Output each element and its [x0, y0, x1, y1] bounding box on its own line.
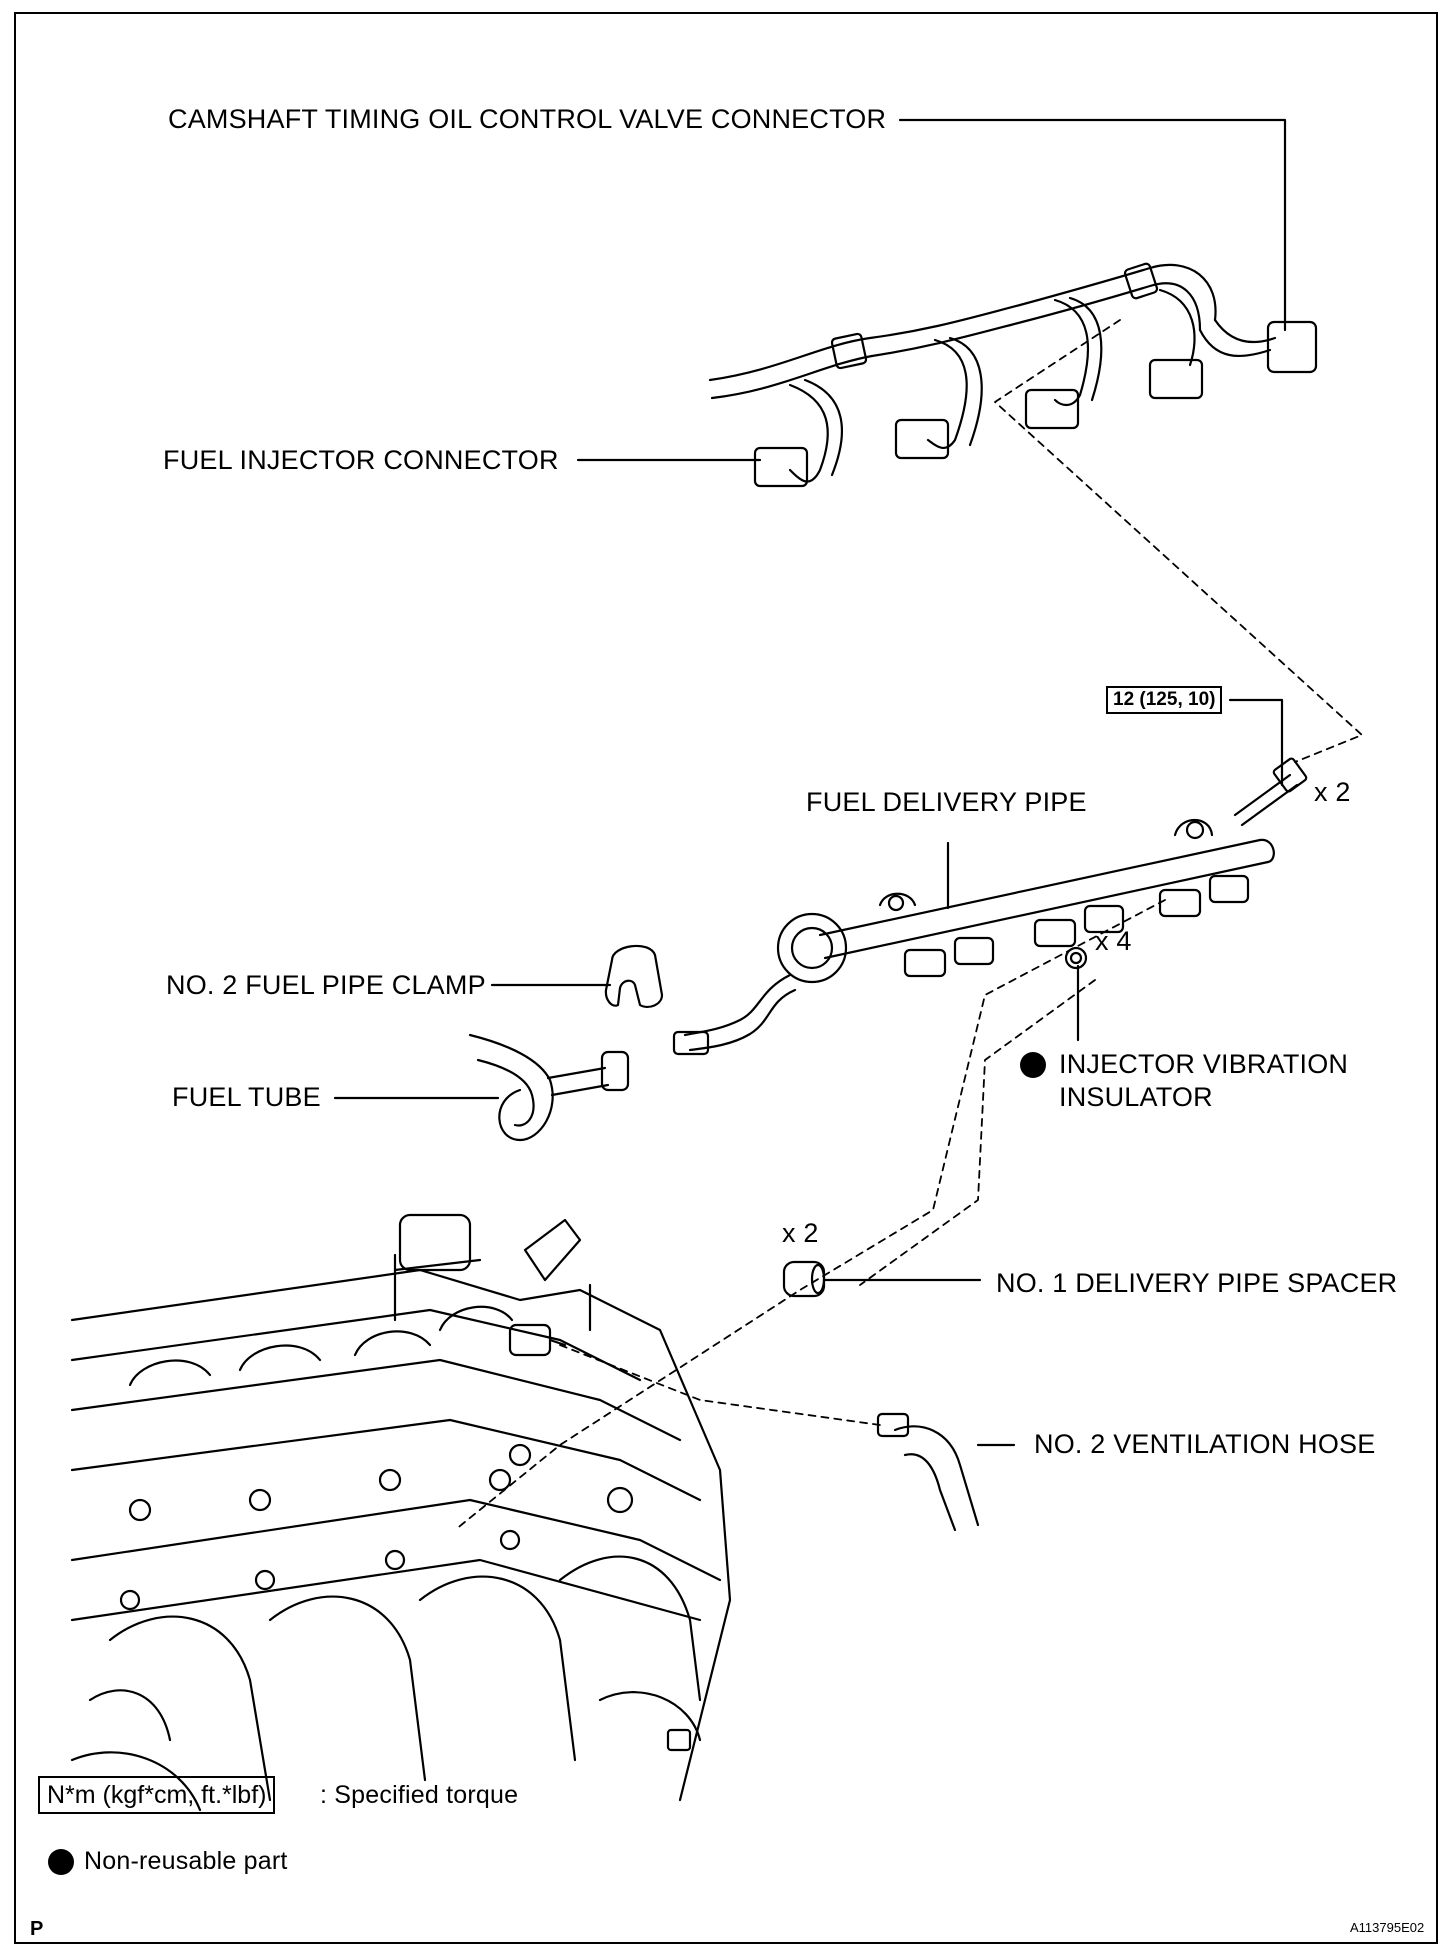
label-fuel-pipe-clamp: NO. 2 FUEL PIPE CLAMP: [166, 970, 486, 1000]
insulator-drawing: [1064, 946, 1088, 970]
fuel-tube-drawing: [468, 1033, 630, 1142]
ventilation-hose-drawing: [876, 1412, 980, 1532]
diagram-frame: [14, 12, 1438, 1944]
label-ventilation-hose: NO. 2 VENTILATION HOSE: [1034, 1429, 1376, 1459]
footer-figure-code: A113795E02: [1350, 1920, 1425, 1935]
label-insulator-quantity: x 4: [1095, 926, 1132, 956]
legend-torque-text: : Specified torque: [320, 1781, 519, 1809]
label-spacer-quantity: x 2: [782, 1218, 819, 1248]
label-insulator: INSULATOR: [1059, 1082, 1213, 1112]
label-fuel-tube: FUEL TUBE: [172, 1082, 321, 1112]
wire-harness: [708, 262, 1318, 488]
label-fuel-delivery-pipe: FUEL DELIVERY PIPE: [806, 787, 1087, 817]
dashed-alignment-lines: [454, 319, 1363, 1531]
fuel-pipe-clamp-drawing: [604, 944, 664, 1009]
leader-lines: [333, 118, 1287, 1447]
footer-page-letter: P: [30, 1918, 44, 1940]
engine-drawing: [70, 1213, 732, 1812]
label-injector-vibration: INJECTOR VIBRATION: [1059, 1049, 1349, 1079]
label-delivery-pipe-spacer: NO. 1 DELIVERY PIPE SPACER: [996, 1268, 1398, 1298]
label-bolt-quantity: x 2: [1314, 777, 1351, 807]
legend-non-reusable-dot: [48, 1849, 74, 1875]
spacer-drawing: [782, 1260, 826, 1298]
legend-non-reusable-text: Non-reusable part: [84, 1847, 288, 1875]
torque-spec-box: 12 (125, 10): [1106, 686, 1223, 714]
mounting-bolt: [1233, 757, 1308, 827]
legend-torque-unit-box: N*m (kgf*cm, ft.*lbf): [38, 1776, 276, 1814]
non-reusable-marker-insulator: [1020, 1052, 1046, 1078]
label-camshaft-ocv-connector: CAMSHAFT TIMING OIL CONTROL VALVE CONNEC…: [168, 104, 887, 134]
fuel-delivery-pipe-drawing: [672, 819, 1275, 1056]
label-fuel-injector-connector: FUEL INJECTOR CONNECTOR: [163, 445, 559, 475]
